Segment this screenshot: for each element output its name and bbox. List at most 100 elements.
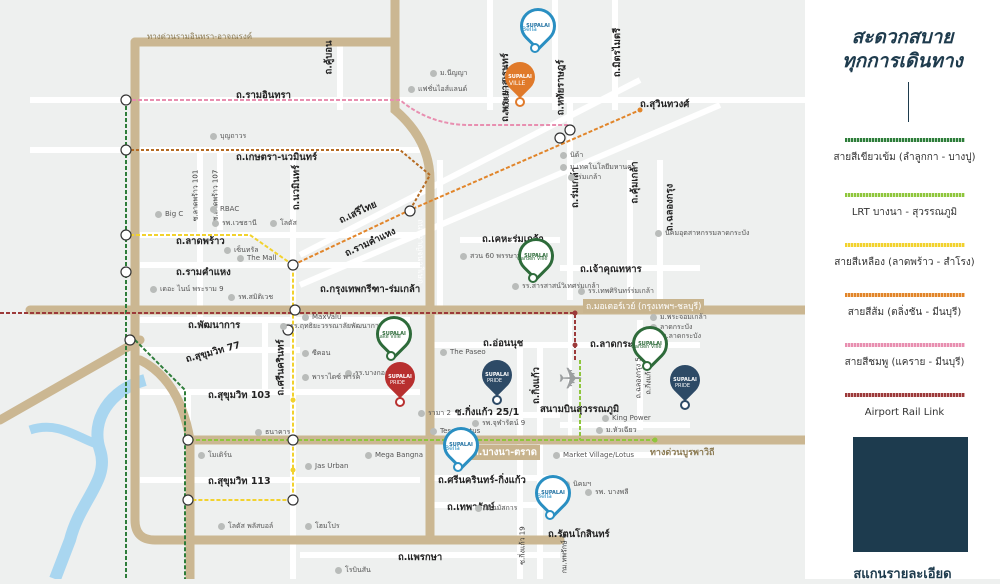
road-label-kingkaeo-19: ซ.กิ่งแก้ว 19 (518, 526, 527, 565)
legend-title-line1: สะดวกสบาย (851, 26, 954, 48)
road-label-bangna-trat: ถ.บางนา-ตราด (470, 445, 540, 460)
pin-name: PRIDE (487, 378, 502, 384)
road-label-thepharak: ถ.เทพารักษ์ (447, 502, 495, 513)
poi-marker: โมเดิร์น (198, 450, 232, 461)
poi-marker: บุญถาวร (210, 131, 246, 142)
road-label-lat-phrao: ถ.ลาดพร้าว (176, 236, 225, 247)
road-label-on-nut: ถ.อ่อนนุช (483, 338, 524, 349)
poi-marker: รพ.สมิติเวช (228, 292, 273, 303)
pin-dot (680, 400, 690, 410)
road-label-phraeksa: ถ.แพรกษา (398, 552, 443, 563)
poi-marker: Mega Bangna (365, 451, 423, 459)
pin-name: VILLE (509, 80, 526, 87)
pin-dot (386, 351, 396, 361)
poi-marker: ร่มเกล้า (568, 172, 601, 183)
scan-details-label: สแกนรายละเอียด (853, 567, 952, 582)
pin-name: Bella (537, 493, 552, 500)
project-pin[interactable]: SUPALAI Bella (527, 467, 579, 520)
poi-marker: พาราไดซ์ พาร์ค (302, 372, 360, 383)
road-label-ram-khamhaeng: ถ.รามคำแหง (176, 267, 231, 278)
poi-marker: นิคมฯ (563, 479, 591, 490)
poi-marker: Big C (155, 210, 183, 218)
legend-label: Airport Rail Link (864, 407, 945, 418)
poi-marker: รร.เทพศิรินทร์ร่มเกล้า (578, 286, 654, 297)
poi-marker: ม.นีญญา (430, 68, 467, 79)
legend-item-orange: สายสีส้ม (ตลิ่งชัน - มีนบุรี) (817, 293, 992, 320)
pin-dot (545, 510, 555, 520)
project-pin[interactable]: SUPALAI PRIDE (663, 358, 707, 410)
pin-dot (453, 462, 463, 472)
qr-code[interactable] (853, 437, 968, 552)
road-label-lat-krabang: ถ.ลาดกระบัง (590, 339, 644, 350)
road-label-nawamin: ถ.นวมินทร์ (291, 164, 303, 211)
road-label-chalong-krung: ถ.ฉลองกรุง (664, 183, 676, 232)
road-label-kubon: ถ.คู้บอน (323, 40, 335, 75)
pin-dot (395, 397, 405, 407)
legend-label: สายสีเหลือง (ลาดพร้าว - สำโรง) (834, 257, 975, 268)
road-label-sukhumvit-113: ถ.สุขุมวิท 113 (208, 476, 271, 487)
poi-marker: นิด้า (560, 150, 583, 161)
legend-item-pink: สายสีชมพู (แคราย - มีนบุรี) (817, 343, 992, 370)
poi-marker: ม.พระจอมเกล้า (650, 312, 707, 323)
project-pin[interactable]: SUPALAI Garden Ville (624, 318, 676, 371)
poi-marker: รพ.เวชธานี (212, 218, 257, 229)
legend-line-swatch (844, 243, 965, 247)
poi-marker: รามา 2 (418, 408, 451, 419)
road-label-suwinthawong: ถ.สุวินทวงศ์ (640, 99, 690, 110)
poi-marker: โลตัส (270, 218, 297, 229)
poi-marker: สวน 60 พรรษาฯ (460, 251, 521, 262)
pin-dot (642, 361, 652, 371)
poi-marker: ม.นมัสการ (475, 503, 517, 514)
road-label-soi-107: ซ.ลาดพร้าว 107 (211, 169, 220, 222)
project-pin[interactable]: SUPALAI Bella (435, 419, 487, 472)
project-pin[interactable]: SUPALAI Bella (512, 0, 564, 53)
pin-name: Garden Ville (517, 256, 548, 262)
road-label-phatthanakan: ถ.พัฒนาการ (188, 320, 241, 331)
pin-name: Bella (445, 445, 460, 452)
poi-marker: รพ. บางพลี (585, 487, 629, 498)
poi-marker: King Power (602, 414, 651, 422)
legend-label: สายสีส้ม (ตลิ่งชัน - มีนบุรี) (847, 307, 962, 318)
legend-panel: สะดวกสบาย ทุกการเดินทาง สายสีเขียวเข้ม (… (805, 0, 1000, 582)
legend-line-swatch (844, 393, 965, 397)
poi-marker: ม.หัวเฉียว (596, 425, 637, 436)
poi-marker: รร.ฤทธิยะวรรณาลัยพัฒนาการ (280, 321, 383, 332)
poi-marker: ม.เทคโนโลยีมหานคร (560, 162, 636, 173)
poi-marker: รร.สารสาสน์วิเทศร่มเกล้า (512, 281, 600, 292)
road-label-krungthep-kreetha: ถ.กรุงเทพกรีฑา-ร่มเกล้า (320, 284, 421, 295)
poi-marker: ลาดกระบัง (650, 322, 692, 333)
road-label-king-kaeo: ถ.กิ่งแก้ว (530, 367, 542, 404)
legend-line-swatch (844, 193, 965, 197)
legend-divider (908, 82, 909, 122)
poi-marker: รพ.จุฬารัตน์ 9 (472, 418, 525, 429)
project-pin[interactable]: SUPALAI PRIDE (378, 355, 422, 407)
project-pin[interactable]: SUPALAI VILLE (498, 55, 542, 107)
poi-marker: Market Village/Lotus (553, 451, 634, 459)
legend-line-swatch (844, 138, 965, 142)
legend-title-line2: ทุกการเดินทาง (842, 50, 963, 72)
legend-label: LRT บางนา - สุวรรณภูมิ (851, 207, 958, 218)
pin-name: PRIDE (390, 380, 405, 386)
poi-marker: รร.บางกอกพัฒนา (345, 368, 409, 379)
road-label-mit-maitri: ถ.มิตรไมตรี (612, 27, 624, 78)
pin-dot (492, 395, 502, 405)
project-pin[interactable]: SUPALAI PRIDE (475, 353, 519, 405)
poi-marker: เดอะ ไนน์ พระราม 9 (150, 284, 224, 295)
legend-label: สายสีเขียวเข้ม (ลำลูกกา - บางปู) (833, 152, 976, 163)
pin-name: PRIDE (675, 383, 690, 389)
road-label-srinakarin: ถ.ศรีนครินทร์ (275, 339, 287, 396)
poi-marker: โฮมโปร (305, 521, 340, 532)
road-label-burapha-withi: ทางด่วนบูรพาวิถี (650, 448, 715, 458)
road-label-motorway: ถ.มอเตอร์เวย์ (กรุงเทพฯ-ชลบุรี) (583, 299, 705, 313)
project-pin[interactable]: SUPALAI Lake Ville (368, 308, 420, 361)
pin-dot (528, 273, 538, 283)
poi-marker: รพ.ลาดกระบัง (648, 331, 701, 342)
legend-item-yellow: สายสีเหลือง (ลาดพร้าว - สำโรง) (817, 243, 992, 270)
legend-label: สายสีชมพู (แคราย - มีนบุรี) (844, 357, 965, 368)
pin-name: Bella (522, 26, 537, 33)
project-pin[interactable]: SUPALAI Garden Ville (510, 230, 562, 283)
legend-item-dark-green: สายสีเขียวเข้ม (ลำลูกกา - บางปู) (817, 138, 992, 165)
poi-marker: เซ็นทรัล (224, 245, 259, 256)
road-label-outer-ring: ถนนกาญจนาภิเษก (415, 219, 425, 284)
